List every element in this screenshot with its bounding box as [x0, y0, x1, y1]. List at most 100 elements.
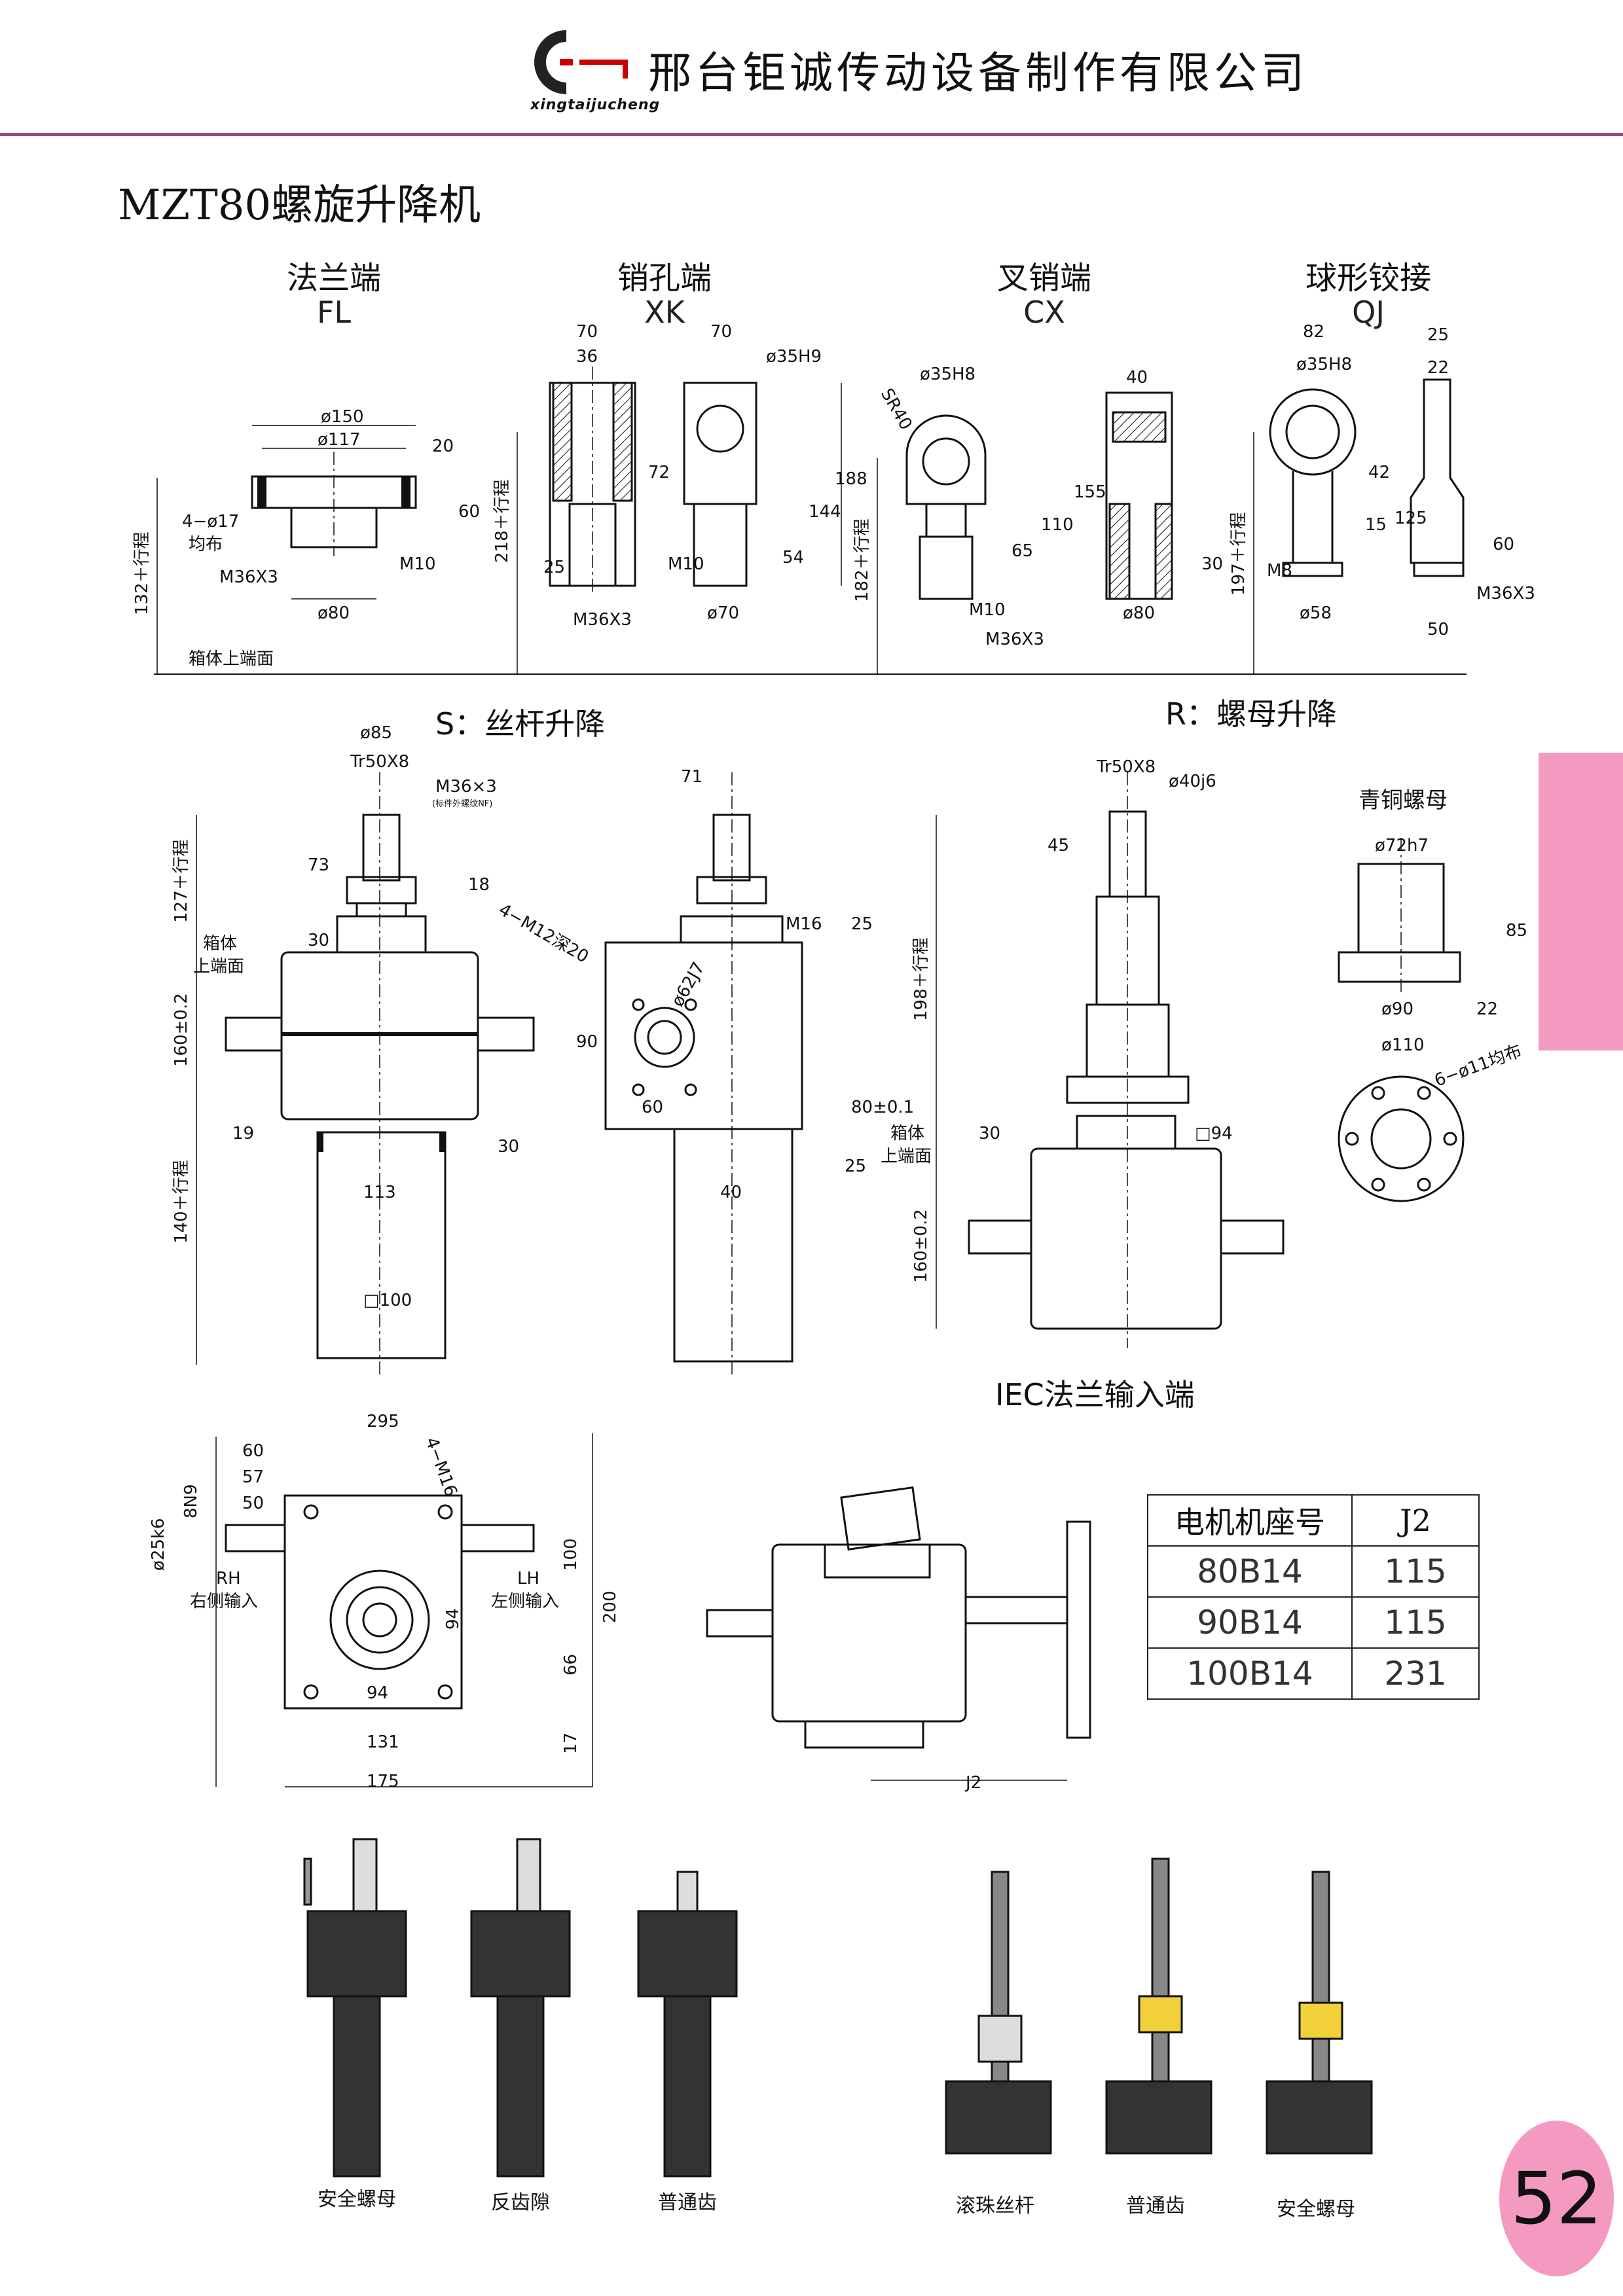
r-dim-h45: 45	[1048, 836, 1069, 855]
top-dim-h100: 100	[561, 1538, 581, 1571]
s-dim-w113: 113	[363, 1183, 396, 1202]
top-dim-w131: 131	[367, 1732, 399, 1752]
top-dim-w50: 50	[242, 1494, 264, 1513]
fl-flange-drawing	[156, 425, 417, 674]
side-dim-w71: 71	[681, 767, 702, 787]
fl-dim-d80: ø80	[318, 603, 350, 623]
fl-dim-d117: ø117	[318, 430, 361, 450]
qj-dim-stroke: 197＋行程	[1229, 512, 1249, 596]
table-header: 电机机座号	[1147, 1494, 1353, 1547]
s-dim-tr: Tr50X8	[350, 752, 409, 772]
r-dim-stroke198: 198＋行程	[911, 937, 931, 1021]
table-cell: 90B14	[1147, 1596, 1353, 1649]
iec-dim-j2: J2	[964, 1773, 981, 1793]
xk-dim-h72: 72	[648, 463, 670, 482]
xk-code: XK	[644, 295, 685, 330]
nut-dim-d72: ø72h7	[1375, 836, 1429, 855]
s-dim-h73: 73	[308, 855, 329, 875]
table-cell: 115	[1351, 1545, 1480, 1598]
cx-dim-m10: M10	[969, 600, 1006, 620]
header-divider	[0, 133, 1623, 136]
cx-dim-d35: ø35H8	[920, 365, 976, 384]
fl-dim-holes: 4−ø17	[182, 512, 239, 531]
qj-dim-w25: 25	[1427, 325, 1449, 345]
r-jack-front-view	[936, 772, 1285, 1348]
photo-caption: 普通齿	[658, 2191, 717, 2214]
nut-dim-d90: ø90	[1381, 999, 1413, 1019]
xk-dim-h25: 25	[543, 558, 565, 577]
top-dim-h17: 17	[561, 1732, 581, 1754]
cx-dim-h155: 155	[1074, 482, 1106, 502]
body-top-face-label: 箱体上端面	[189, 649, 274, 669]
table-cell: 231	[1351, 1647, 1480, 1700]
table-row: 100B14 231	[1147, 1647, 1480, 1700]
xk-dim-stroke: 218＋行程	[492, 479, 512, 563]
top-dim-w94: 94	[367, 1683, 388, 1703]
r-box-label2: 上端面	[881, 1147, 932, 1166]
fl-dim-m10: M10	[399, 554, 436, 574]
s-dim-stroke140: 140＋行程	[172, 1160, 191, 1244]
cx-heading: 叉销端	[996, 260, 1091, 296]
r-box-label: 箱体	[890, 1124, 924, 1143]
top-dim-w175: 175	[367, 1772, 399, 1791]
cx-dim-h110: 110	[1041, 515, 1074, 535]
cx-dim-h30: 30	[1201, 554, 1223, 574]
s-dim-h18: 18	[468, 875, 490, 895]
cx-dim-stroke: 182＋行程	[852, 518, 872, 602]
qj-heading: 球形铰接	[1305, 260, 1431, 296]
qj-dim-w50: 50	[1427, 620, 1449, 639]
logo-caption: xingtaijucheng	[530, 97, 661, 113]
qj-dim-h15: 15	[1365, 515, 1387, 535]
iec-label: IEC法兰输入端	[995, 1377, 1195, 1412]
s-box-label: 箱体	[203, 934, 237, 954]
s-dim-d85: ø85	[360, 723, 392, 743]
r-dim-h30: 30	[979, 1124, 1000, 1143]
side-dim-h25b: 25	[845, 1157, 866, 1176]
side-tab	[1539, 753, 1623, 1050]
cx-code: CX	[1023, 295, 1065, 330]
top-dim-h200: 200	[600, 1590, 620, 1623]
s-jack-side-view	[604, 772, 803, 1374]
side-dim-h90: 90	[576, 1032, 598, 1052]
side-dim-m16: M16	[786, 914, 822, 934]
fl-code: FL	[316, 295, 352, 330]
top-dim-w60: 60	[242, 1441, 264, 1461]
xk-dim-w70b: 70	[710, 322, 732, 342]
qj-dim-w22: 22	[1427, 358, 1449, 378]
photo-caption: 滚珠丝杆	[956, 2195, 1034, 2217]
fl-heading: 法兰端	[286, 260, 381, 296]
top-dim-h94: 94	[443, 1608, 463, 1630]
qj-dim-w82: 82	[1303, 322, 1324, 342]
xk-dim-d35: ø35H9	[766, 347, 822, 367]
nut-dim-h22: 22	[1476, 999, 1498, 1019]
side-dim-h25: 25	[851, 914, 873, 934]
company-name: 邢台钜诚传动设备制作有限公司	[648, 48, 1308, 98]
top-rh2: 右侧输入	[190, 1592, 258, 1611]
photo-caption: 安全螺母	[318, 2188, 396, 2211]
top-lh2: 左侧输入	[491, 1592, 559, 1611]
side-dim-h80: 80±0.1	[851, 1098, 914, 1117]
side-dim-d62: ø62J7	[668, 959, 709, 1010]
table-header: J2	[1351, 1494, 1480, 1547]
qj-dim-m8: M8	[1267, 561, 1292, 581]
xk-dim-h144: 144	[809, 502, 841, 522]
top-dim-d25: ø25k6	[149, 1518, 168, 1571]
side-dim-w60: 60	[642, 1098, 663, 1117]
xk-dim-w36: 36	[576, 347, 598, 367]
top-dim-k8n9: 8N9	[181, 1484, 201, 1518]
jack-top-view	[215, 1433, 593, 1787]
fl-dim-d150: ø150	[321, 407, 364, 427]
top-dim-w57: 57	[242, 1467, 264, 1487]
company-logo	[520, 26, 632, 98]
xk-pin-end-drawing	[517, 367, 842, 674]
s-dim-stroke127: 127＋行程	[172, 839, 191, 923]
s-dim-sq100: □100	[363, 1291, 412, 1310]
s-jack-front-view	[196, 772, 535, 1374]
qj-dim-d58: ø58	[1300, 603, 1332, 623]
s-dim-m36-note: (标件外螺纹NF)	[432, 799, 492, 809]
table-header-row: 电机机座号 J2	[1147, 1494, 1480, 1547]
table-cell: 100B14	[1147, 1647, 1353, 1700]
product-photos-left	[303, 1838, 738, 2178]
qj-dim-d35: ø35H8	[1296, 355, 1352, 374]
cx-dim-sr40: SR40	[877, 386, 916, 434]
